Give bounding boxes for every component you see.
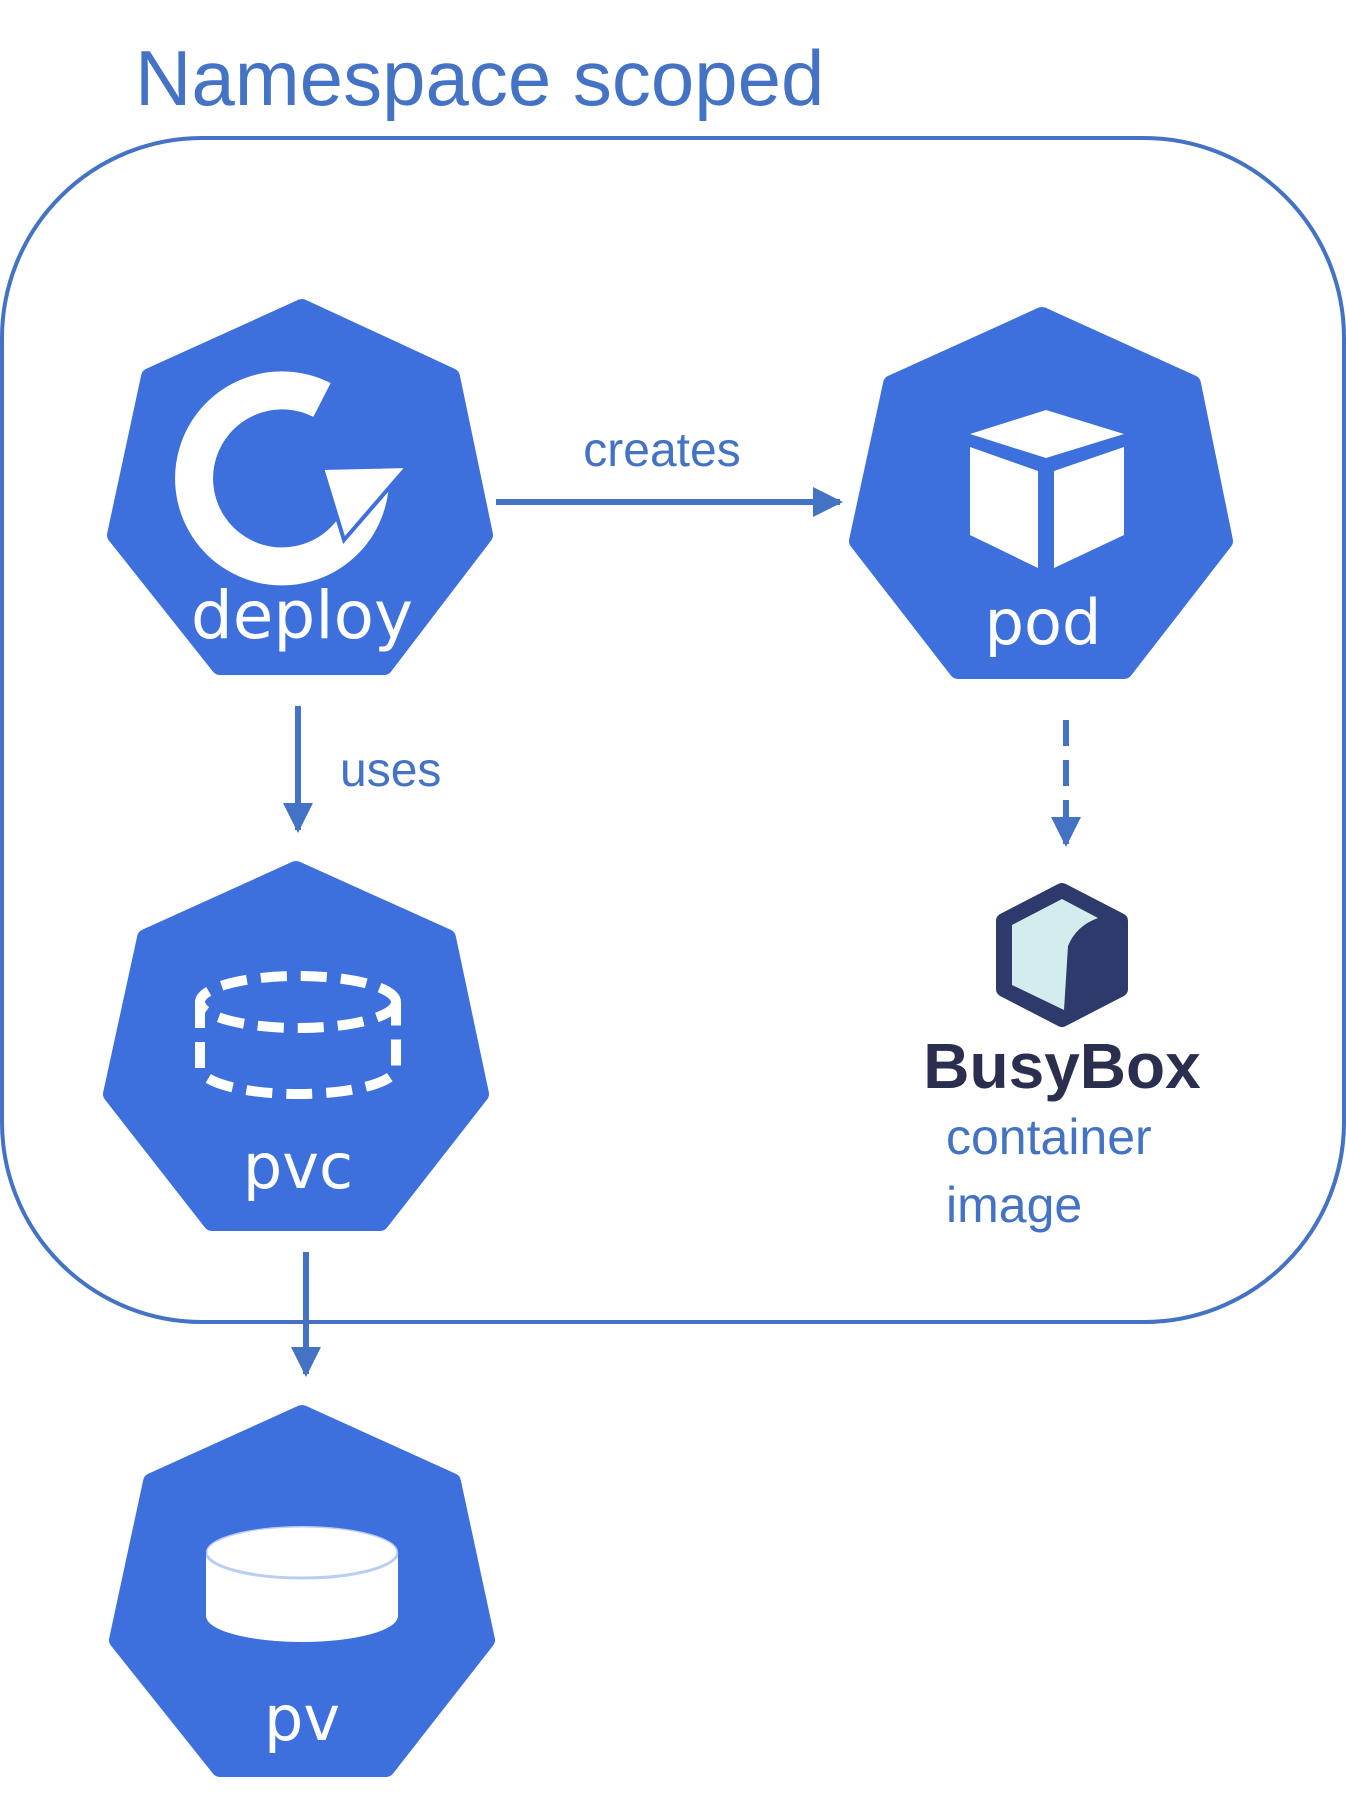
deploy-heptagon — [107, 299, 493, 675]
pvc-node: pvc — [103, 861, 489, 1231]
pod-label: pod — [985, 586, 1102, 659]
busybox-logo-text: BusyBox — [923, 1030, 1201, 1102]
namespace-title: Namespace scoped — [135, 34, 824, 122]
pvc-label: pvc — [243, 1130, 353, 1203]
busybox-caption-line1: container — [946, 1109, 1152, 1165]
cube-icon — [970, 410, 1124, 568]
creates-label: creates — [583, 424, 740, 477]
busybox-logo-icon — [996, 883, 1128, 1027]
busybox-caption-line2: image — [946, 1177, 1082, 1233]
uses-label: uses — [340, 744, 441, 797]
pvc-heptagon — [103, 861, 489, 1231]
deploy-label: deploy — [191, 577, 413, 654]
pod-heptagon — [849, 307, 1233, 679]
solid-cylinder-icon — [204, 1524, 400, 1642]
deploy-node: deploy — [107, 299, 493, 675]
pod-node: pod — [849, 307, 1233, 679]
deploy-rotate-icon — [175, 371, 413, 586]
pv-label: pv — [264, 1682, 340, 1755]
pv-node: pv — [109, 1405, 495, 1777]
dashed-cylinder-icon — [195, 971, 401, 1099]
namespace-boundary — [0, 136, 1346, 1324]
